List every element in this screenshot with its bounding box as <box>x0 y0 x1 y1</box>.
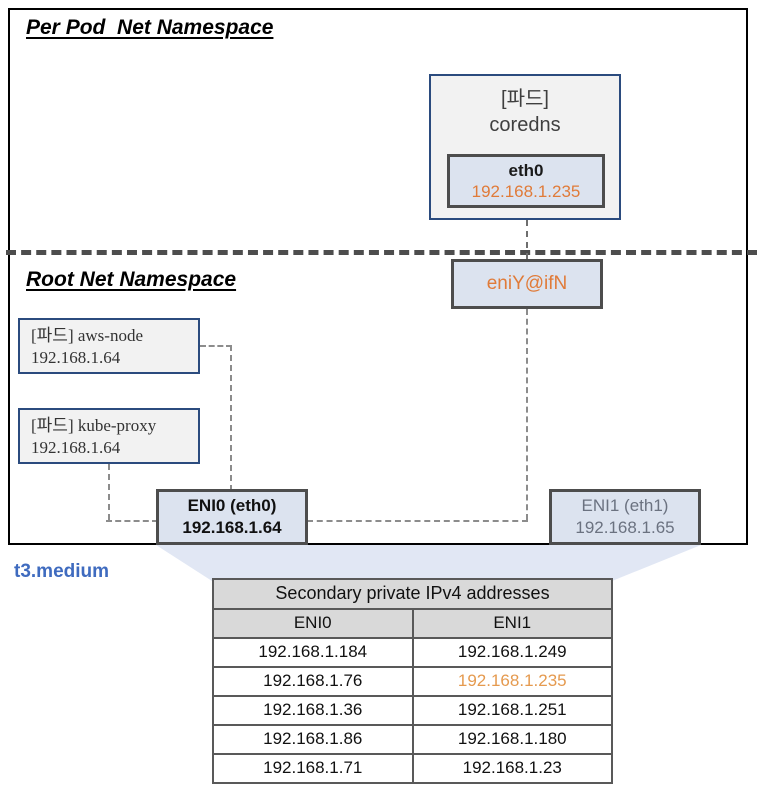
pod-kube-proxy[interactable]: [파드] kube-proxy 192.168.1.64 <box>18 408 200 464</box>
table-cell-eni0: 192.168.1.36 <box>212 695 414 726</box>
eni1-ip: 192.168.1.65 <box>575 518 675 538</box>
pod-coredns[interactable]: [파드] coredns eth0 192.168.1.235 <box>429 74 621 220</box>
instance-type-label: t3.medium <box>14 561 110 582</box>
pod-coredns-title: [파드] coredns <box>431 86 619 139</box>
connector-awsnode-right <box>200 345 232 347</box>
pod-eth0-ip: 192.168.1.235 <box>471 182 581 202</box>
pod-eth0-interface[interactable]: eth0 192.168.1.235 <box>447 154 605 208</box>
connector-veth-down <box>526 309 528 520</box>
root-namespace-title: Root Net Namespace <box>26 268 237 291</box>
pod-aws-node[interactable]: [파드] aws-node 192.168.1.64 <box>18 318 200 374</box>
pod-aws-node-name: [파드] aws-node <box>31 326 143 345</box>
table-cell-eni1: 192.168.1.235 <box>411 666 613 697</box>
table-callout-funnel <box>156 545 701 581</box>
table-cell-eni0: 192.168.1.71 <box>212 753 414 784</box>
table-header-row: ENI0 ENI1 <box>212 608 613 639</box>
connector-kubeproxy-down <box>108 464 110 520</box>
table-cell-eni1: 192.168.1.251 <box>411 695 613 726</box>
table-cell-eni1: 192.168.1.180 <box>411 724 613 755</box>
table-cell-eni0: 192.168.1.184 <box>212 637 414 668</box>
table-col-eni0: ENI0 <box>212 608 414 639</box>
connector-kubeproxy-right <box>106 520 158 522</box>
table-title-row: Secondary private IPv4 addresses <box>212 578 613 610</box>
veth-eniY-ifN[interactable]: eniY@ifN <box>451 259 603 309</box>
eni0-interface[interactable]: ENI0 (eth0) 192.168.1.64 <box>156 489 308 545</box>
connector-veth-to-eni0 <box>307 520 528 522</box>
veth-label: eniY@ifN <box>486 273 568 294</box>
pod-kube-proxy-name: [파드] kube-proxy <box>31 416 157 435</box>
table-col-eni1: ENI1 <box>411 608 613 639</box>
secondary-ip-table: Secondary private IPv4 addresses ENI0 EN… <box>212 578 613 784</box>
table-cell-eni0: 192.168.1.76 <box>212 666 414 697</box>
secondary-ip-table-head: Secondary private IPv4 addresses ENI0 EN… <box>212 578 613 639</box>
pod-name-label: coredns <box>489 114 561 137</box>
eni0-name: ENI0 (eth0) <box>187 496 277 515</box>
namespace-divider <box>6 250 757 255</box>
table-cell-eni1: 192.168.1.249 <box>411 637 613 668</box>
connector-awsnode-down <box>230 345 232 491</box>
eni0-ip: 192.168.1.64 <box>182 518 282 538</box>
pod-bracket-label: [파드] <box>501 88 549 110</box>
per-pod-namespace-title: Per Pod Net Namespace <box>26 16 274 39</box>
table-cell-eni0: 192.168.1.86 <box>212 724 414 755</box>
pod-eth0-name: eth0 <box>508 161 544 180</box>
pod-aws-node-ip: 192.168.1.64 <box>31 347 121 367</box>
table-cell-eni1: 192.168.1.23 <box>411 753 613 784</box>
connector-eth0-to-veth <box>526 220 528 259</box>
eni1-interface[interactable]: ENI1 (eth1) 192.168.1.65 <box>549 489 701 545</box>
table-title: Secondary private IPv4 addresses <box>212 578 613 610</box>
pod-kube-proxy-ip: 192.168.1.64 <box>31 437 121 457</box>
eni1-name: ENI1 (eth1) <box>581 496 669 515</box>
